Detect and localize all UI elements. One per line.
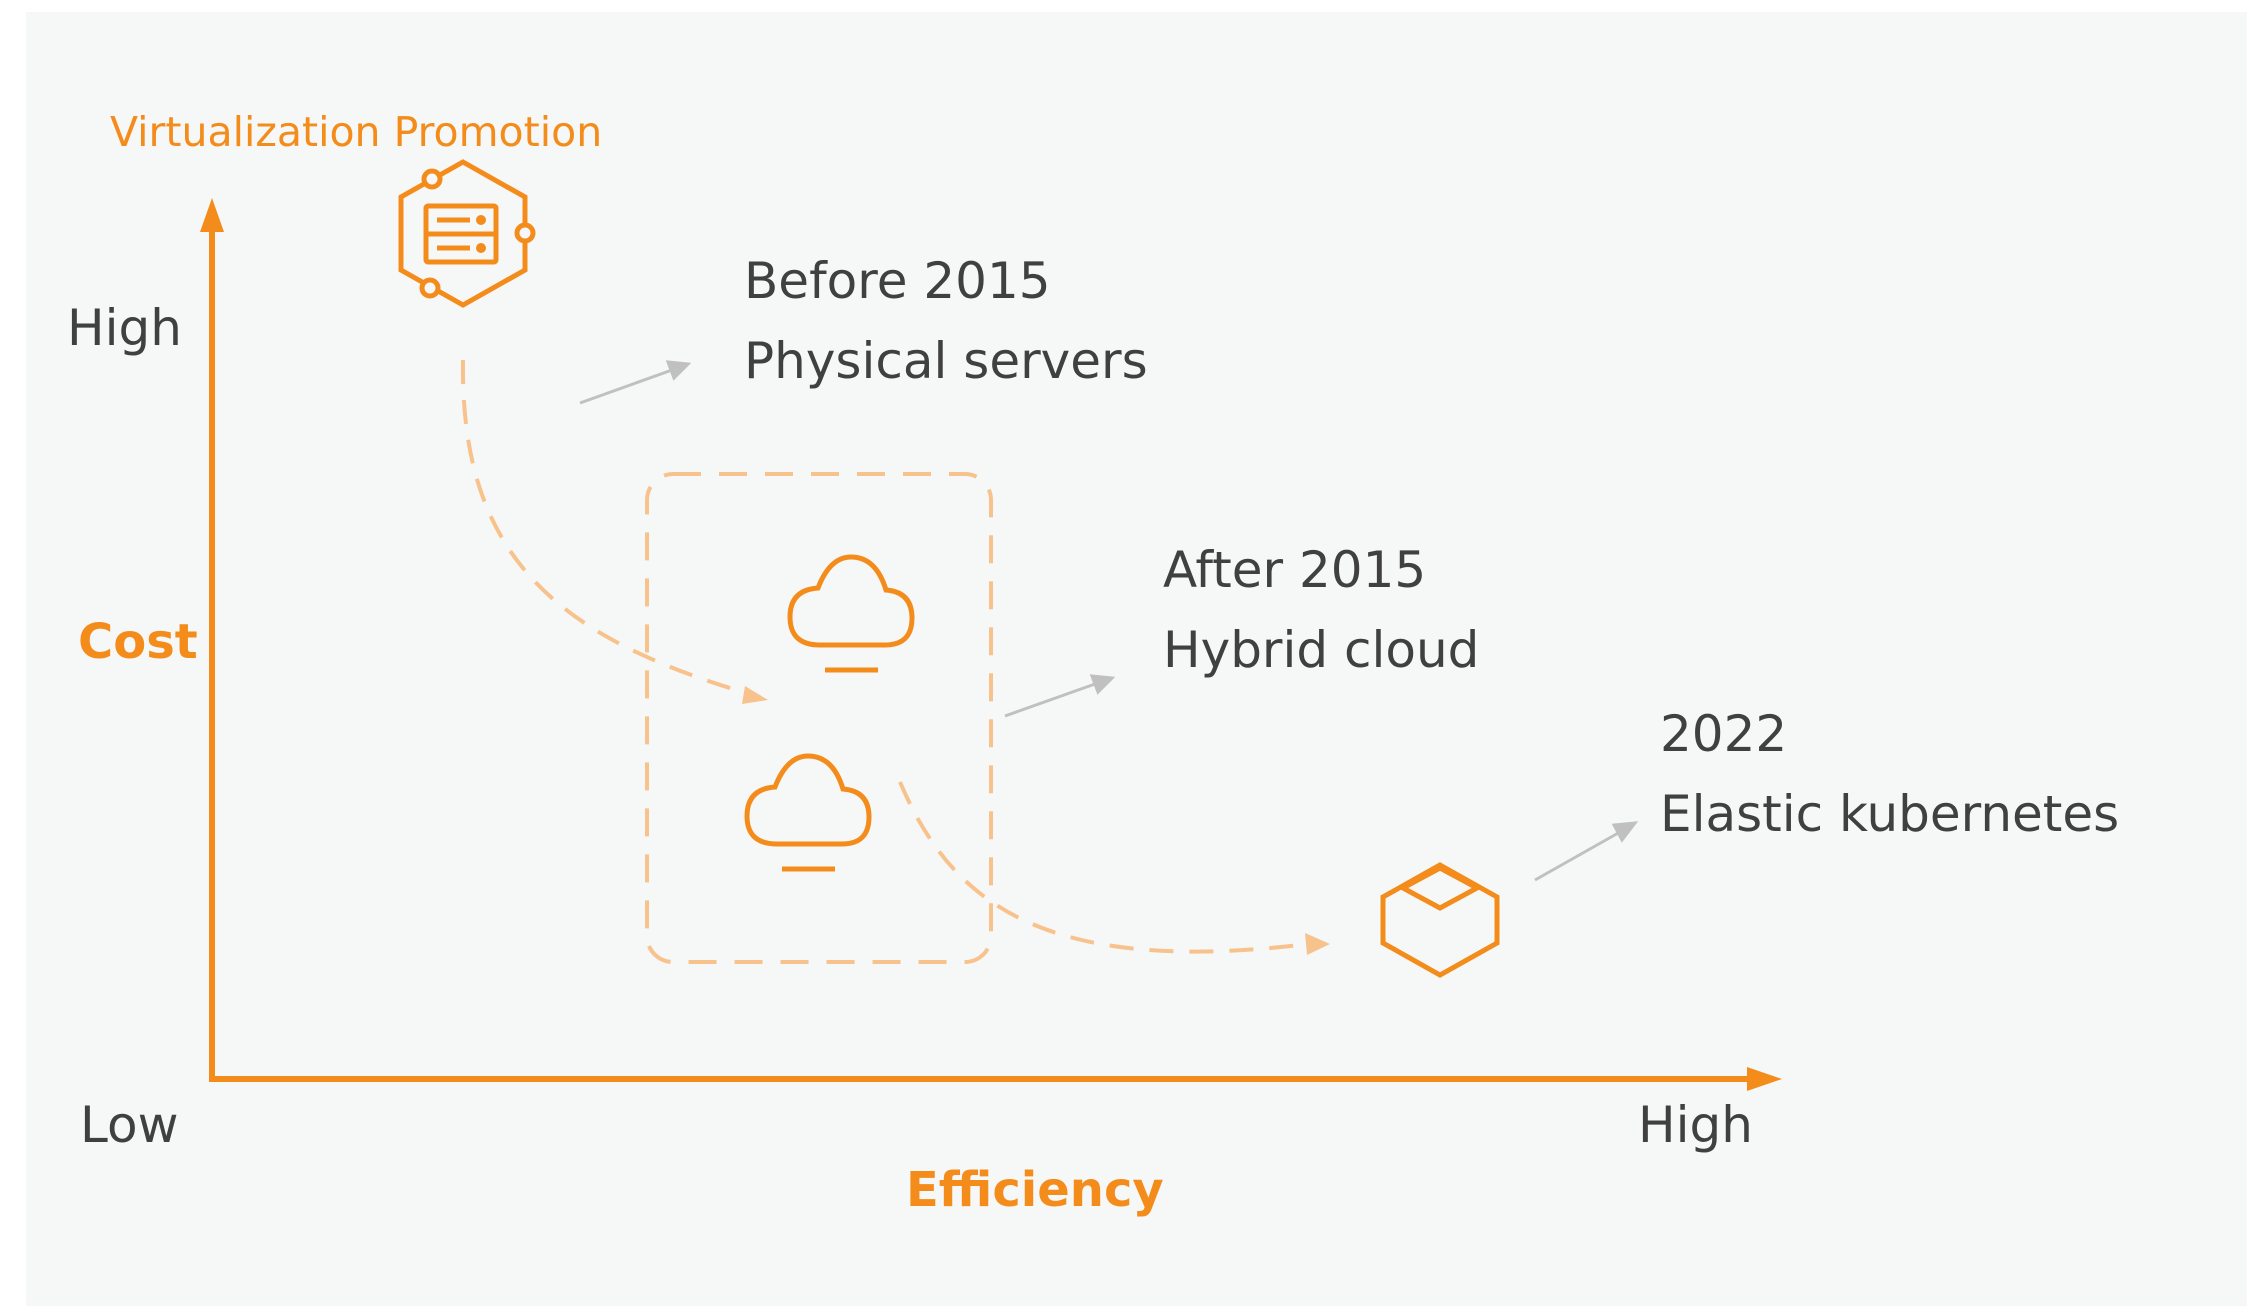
cube-hexagon-icon: [1380, 862, 1500, 978]
x-axis-high-label: High: [1638, 1096, 1753, 1154]
trend-arrowhead-2: [1305, 933, 1330, 955]
stage-1-year: Before 2015: [744, 252, 1051, 310]
trend-segment-2: [898, 781, 1301, 954]
x-axis: [209, 1067, 1782, 1091]
x-axis-label: Efficiency: [906, 1162, 1164, 1218]
pointer-arrow-hybrid: [1004, 674, 1116, 718]
y-axis-label: Cost: [78, 614, 198, 670]
stage-1-name: Physical servers: [744, 332, 1148, 390]
trend-segment-1: [460, 359, 761, 699]
cloud-icon: [787, 554, 915, 673]
x-axis-arrowhead: [1747, 1067, 1782, 1091]
stage-2-year: After 2015: [1163, 541, 1427, 599]
x-axis-low-label: Low: [80, 1096, 179, 1154]
pointer-arrow-physical: [579, 360, 692, 405]
stage-3-year: 2022: [1660, 705, 1788, 763]
diagram-panel: [26, 12, 2247, 1306]
y-axis-high-label: High: [67, 299, 182, 357]
y-axis-arrowhead: [200, 198, 224, 232]
y-axis: [200, 198, 224, 1080]
stage-3-name: Elastic kubernetes: [1660, 785, 2120, 843]
trend-path: [460, 359, 1301, 954]
server-hexagon-icon: [398, 159, 536, 308]
pointer-arrow-kubernetes: [1534, 821, 1639, 882]
hybrid-cloud-group-box: [645, 472, 993, 964]
trend-arrowhead-1: [742, 686, 768, 704]
cloud-icon: [744, 753, 872, 872]
top-label: Virtualization Promotion: [110, 108, 603, 156]
stage-2-name: Hybrid cloud: [1163, 621, 1480, 679]
